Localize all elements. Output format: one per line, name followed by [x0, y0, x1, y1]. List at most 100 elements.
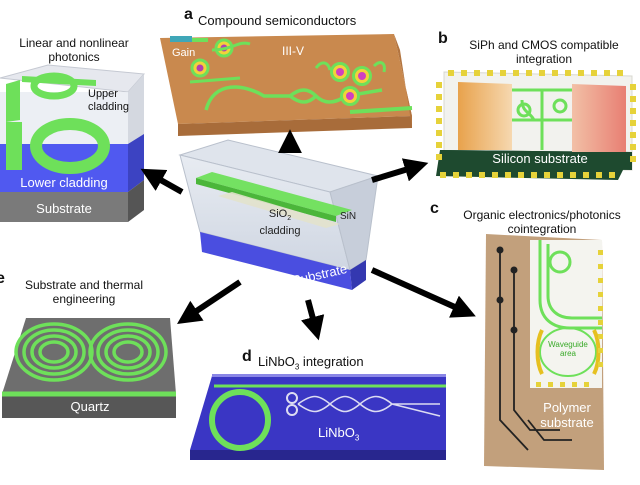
spiral-turn	[88, 322, 168, 382]
bond-pad	[466, 172, 472, 178]
bond-pad	[544, 172, 550, 178]
bond-pads-c	[536, 250, 603, 387]
bond-pad	[536, 382, 541, 387]
panel-d-title-sub: 3	[294, 362, 300, 372]
bond-pad	[609, 172, 615, 178]
bond-pad	[584, 382, 589, 387]
bond-pad	[630, 96, 636, 102]
bond-pad	[570, 172, 576, 178]
ring-resonator-d	[209, 389, 271, 451]
bond-pad	[436, 142, 442, 148]
panel-d-title-suffix: integration	[299, 354, 364, 369]
waveguide-b	[512, 88, 572, 150]
bond-pad	[436, 154, 442, 160]
center-device	[178, 139, 380, 290]
arrow-to-c	[370, 267, 476, 318]
bond-pad	[531, 172, 537, 178]
linbo3-label-sub: 3	[354, 433, 360, 443]
ring-resonator-upper	[30, 72, 78, 100]
silicon-substrate-label: Silicon substrate	[492, 151, 588, 166]
spiral-turn	[38, 340, 70, 364]
panel-b-title-line2: integration	[515, 52, 573, 66]
sio2-label-main: SiO	[268, 208, 288, 220]
waveguide-bar-upper	[6, 80, 20, 122]
bond-pad	[630, 84, 636, 90]
panel-b-title-line1: SiPh and CMOS compatible	[469, 38, 619, 52]
photonics-title: Linear and nonlinear photonics	[0, 36, 148, 64]
bond-pad	[436, 130, 442, 136]
waveguide-mzi-a	[204, 85, 383, 111]
waveguide-area-line2: area	[559, 349, 576, 358]
panel-photonics	[0, 64, 146, 222]
bond-pad	[548, 382, 553, 387]
lower-cladding-label: Lower cladding	[20, 175, 108, 190]
bond-pad	[591, 70, 597, 76]
bond-pad	[598, 362, 603, 367]
panel-siph	[436, 70, 636, 180]
bond-pad	[461, 70, 467, 76]
bond-pad	[492, 172, 498, 178]
panel-e-title: Substrate and thermal engineering	[0, 278, 168, 306]
waveguide-bar-lower	[6, 122, 22, 170]
bond-pad	[436, 94, 442, 100]
bond-pad	[572, 382, 577, 387]
bond-pad	[505, 172, 511, 178]
bond-pad	[578, 70, 584, 76]
bond-pad	[617, 70, 623, 76]
bond-pad	[630, 156, 636, 162]
panel-d-title-prefix: LiNbO	[258, 354, 295, 369]
bond-pad	[500, 70, 506, 76]
bond-pad	[598, 334, 603, 339]
arrows	[140, 129, 476, 341]
iii-v-label: III-V	[282, 44, 305, 58]
upper-cladding-line1: Upper	[88, 88, 118, 100]
polymer-substrate-line1: Polymer	[543, 400, 591, 415]
bond-pad	[598, 348, 603, 353]
bond-pad	[479, 172, 485, 178]
bond-pad	[557, 172, 563, 178]
panel-e-title-line1: Substrate and thermal	[24, 278, 144, 292]
bond-pads-b	[436, 70, 636, 178]
gain-label: Gain	[172, 47, 196, 59]
microring-c	[548, 250, 572, 274]
arrow-to-e	[177, 279, 242, 324]
modulator-d	[297, 395, 441, 417]
panel-a-title: Compound semiconductors	[198, 13, 357, 28]
bond-pad	[453, 172, 459, 178]
polymer-substrate-line2: substrate	[540, 415, 594, 430]
bond-pad	[630, 132, 636, 138]
bond-pad	[440, 172, 446, 178]
photonics-title-line2: photonics	[48, 50, 100, 64]
arrow-to-b	[371, 158, 429, 183]
spiral-turn	[30, 334, 78, 370]
bond-pad	[598, 306, 603, 311]
panel-b-title: SiPh and CMOS compatible integration	[448, 38, 640, 66]
spiral-turn	[22, 328, 86, 376]
bond-pad	[604, 70, 610, 76]
sio2-cladding-label: SiO2 cladding	[250, 208, 310, 237]
bond-pad	[596, 172, 602, 178]
bond-pad	[560, 382, 565, 387]
bond-pad	[487, 70, 493, 76]
panel-d-title: LiNbO3 integration	[258, 355, 364, 375]
bond-pad	[474, 70, 480, 76]
bond-pad	[630, 144, 636, 150]
waveguide-area-label: Waveguide area	[542, 340, 594, 358]
panel-c-title-line1: Organic electronics/photonics	[463, 208, 621, 222]
bond-pad	[598, 320, 603, 325]
bond-pad	[598, 250, 603, 255]
sio2-label-sub: 2	[287, 215, 292, 223]
upper-cladding-line2: cladding	[88, 101, 129, 113]
panel-d-letter: d	[242, 348, 252, 365]
sin-label: SiN	[340, 211, 357, 222]
bond-pad	[436, 82, 442, 88]
bond-pad	[583, 172, 589, 178]
bond-pad	[513, 70, 519, 76]
waveguide-area-line1: Waveguide	[548, 340, 588, 349]
arrow-to-d	[301, 299, 325, 341]
center-waveguide	[196, 172, 352, 216]
spiral-turn	[96, 328, 160, 376]
panel-linbo3	[190, 374, 446, 460]
bond-pad	[552, 70, 558, 76]
